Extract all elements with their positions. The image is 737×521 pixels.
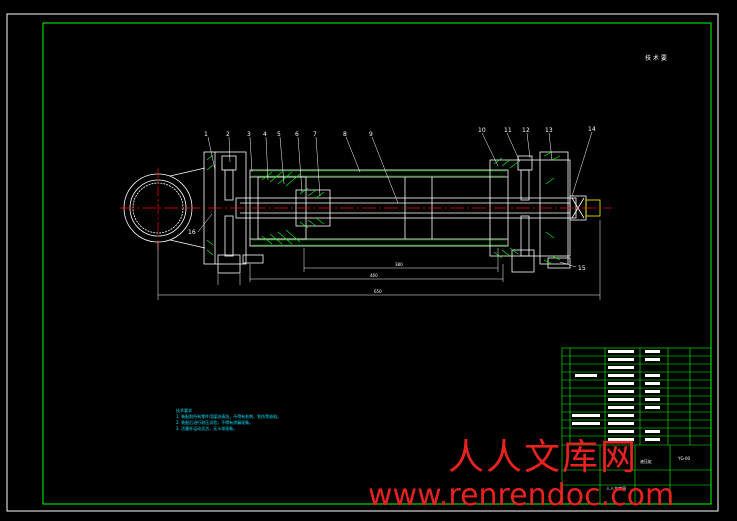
drawing-number: YG-00 <box>677 456 691 461</box>
part-label: 6 <box>295 131 299 138</box>
drawing-frame <box>42 22 712 505</box>
part-label: 10 <box>478 127 486 134</box>
part-label: 4 <box>263 131 267 138</box>
notes-line: 3. 活塞杆运动灵活，无卡滞现象。 <box>176 425 237 431</box>
part-label: 2 <box>226 131 230 138</box>
part-label: 9 <box>369 131 373 138</box>
school-name: 人人文库网 <box>606 485 626 491</box>
notes-line: 1. 装配前所有零件用煤油清洗，不得有毛刺、划伤等缺陷。 <box>176 413 281 419</box>
part-label: 7 <box>313 131 317 138</box>
part-label: 12 <box>522 127 530 134</box>
sheet-border <box>6 13 719 512</box>
notes-title: 技术要求 <box>176 407 192 413</box>
roughness-mark: 技 术 要 <box>645 54 667 62</box>
notes-line: 2. 装配后进行耐压试验，不得有渗漏现象。 <box>176 419 253 425</box>
cylinder-assembly <box>123 151 601 274</box>
technical-notes: 技术要求 1. 装配前所有零件用煤油清洗，不得有毛刺、划伤等缺陷。 2. 装配后… <box>176 407 281 431</box>
part-label: 14 <box>588 126 596 133</box>
title-block <box>561 347 712 505</box>
dim-inner: 380 <box>395 262 403 267</box>
dim-overall: 650 <box>374 289 382 294</box>
part-label: 11 <box>504 127 512 134</box>
part-label: 1 <box>204 131 208 138</box>
part-label: 16 <box>188 229 196 236</box>
leader-lines <box>197 131 593 268</box>
watermark-url: www.renrendoc.com <box>368 478 675 513</box>
drawing-name: 液压缸 <box>640 458 652 464</box>
barrel-wall <box>252 170 506 246</box>
part-label: 15 <box>578 265 586 272</box>
dimension-lines <box>157 220 601 300</box>
part-label: 8 <box>343 131 347 138</box>
part-label: 5 <box>277 131 281 138</box>
part-label: 3 <box>247 131 251 138</box>
part-number-labels: 1 2 3 4 5 6 7 8 9 10 11 12 13 14 15 16 <box>188 126 596 272</box>
title-block-cells <box>572 350 660 441</box>
watermark-text: 人人文库网 <box>448 437 639 478</box>
part-label: 13 <box>545 127 553 134</box>
dim-mid: 460 <box>370 273 378 278</box>
